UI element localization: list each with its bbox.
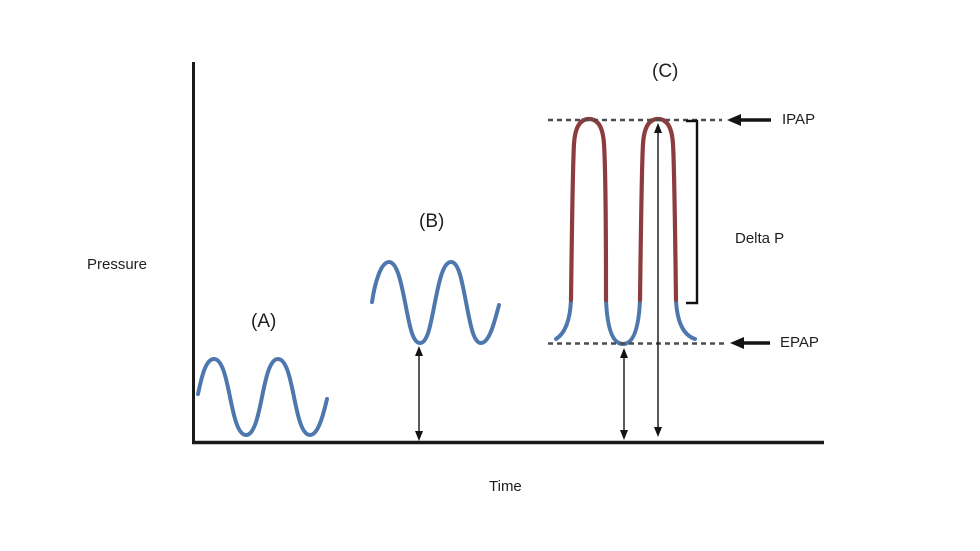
wave-b-curve: [370, 259, 501, 346]
baseline-arrow-b-icon: [415, 346, 423, 441]
y-axis-label: Pressure: [87, 256, 148, 273]
wave-c-right-foot: [674, 298, 697, 341]
ipap-to-baseline-arrow-icon: [654, 123, 662, 437]
epap-label: EPAP: [780, 334, 819, 351]
delta-p-bracket: [686, 119, 699, 305]
x-axis-label: Time: [489, 478, 522, 495]
epap-arrow-icon: [730, 337, 770, 349]
wave-c-left-foot: [554, 298, 573, 341]
baseline-arrow-epap-icon: [620, 348, 628, 440]
ipap-arrow-icon: [727, 114, 771, 126]
delta-p-label: Delta P: [735, 230, 785, 247]
wave-c-label: (C): [652, 61, 679, 82]
ipap-label: IPAP: [782, 111, 816, 128]
wave-b-label: (B): [419, 211, 445, 232]
wave-a-curve: [196, 356, 329, 438]
wave-a-label: (A): [251, 311, 277, 332]
wave-c-trough: [604, 298, 642, 347]
wave-c-peak-1: [568, 116, 609, 303]
